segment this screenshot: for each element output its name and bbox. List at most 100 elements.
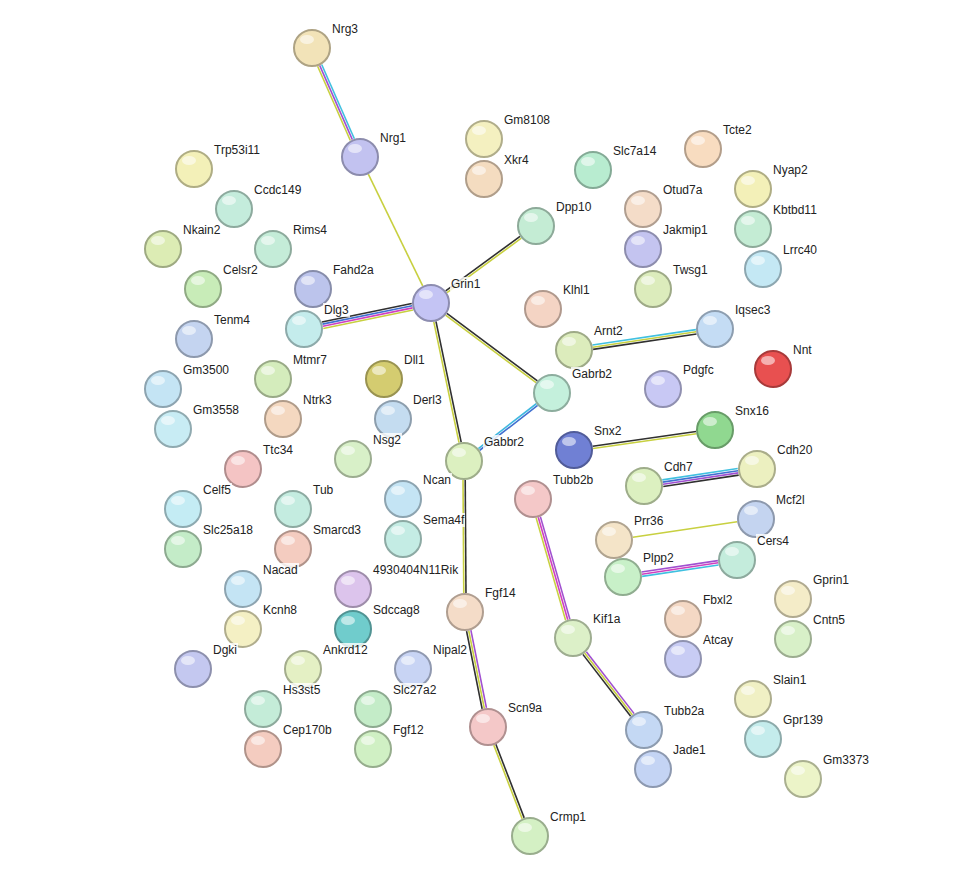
gene-label: Cers4: [756, 534, 790, 548]
protein-node: Mcf2l: [737, 500, 775, 538]
protein-node: Dgki: [174, 650, 212, 688]
protein-node: Xkr4: [465, 160, 503, 198]
evidence-line: [536, 518, 565, 620]
node-gloss: [531, 296, 545, 305]
node-gloss: [524, 213, 538, 222]
interaction-edge: [368, 174, 422, 286]
node-gloss: [521, 486, 535, 495]
node-gloss: [751, 726, 765, 735]
node-gloss: [292, 316, 306, 325]
protein-node: Snx16: [696, 411, 734, 449]
gene-label: Atcay: [702, 633, 734, 647]
node-gloss: [151, 236, 165, 245]
gene-label: Pdgfc: [682, 363, 715, 377]
gene-label: Sdccag8: [372, 603, 421, 617]
protein-node: Dlg3: [285, 310, 323, 348]
node-gloss: [391, 526, 405, 535]
gene-label: Plpp2: [642, 551, 675, 565]
evidence-line: [494, 745, 522, 819]
interaction-edge: [467, 630, 487, 709]
node-gloss: [372, 366, 386, 375]
gene-label: Fbxl2: [702, 593, 733, 607]
evidence-line: [434, 322, 459, 443]
protein-node: Cdh20: [738, 450, 776, 488]
interaction-edge: [322, 304, 413, 329]
gene-label: Gm3558: [192, 403, 240, 417]
protein-node: Tcte2: [684, 130, 722, 168]
gene-label: Ntrk3: [302, 393, 333, 407]
protein-node: Kif1a: [554, 619, 592, 657]
protein-node: Arnt2: [555, 331, 593, 369]
gene-label: Celf5: [202, 483, 232, 497]
node-gloss: [301, 276, 315, 285]
gene-label: Mtmr7: [292, 353, 328, 367]
interaction-edge: [494, 744, 524, 818]
protein-node: Sema4f: [384, 520, 422, 558]
node-gloss: [231, 616, 245, 625]
node-gloss: [632, 717, 646, 726]
node-gloss: [781, 586, 795, 595]
gene-label: Prr36: [633, 514, 664, 528]
node-gloss: [452, 448, 466, 457]
evidence-line: [467, 631, 483, 709]
node-gloss: [641, 276, 655, 285]
gene-label: Cdh7: [663, 460, 694, 474]
protein-node: Dpp10: [517, 207, 555, 245]
evidence-line: [480, 405, 538, 450]
gene-label: Dll1: [403, 353, 426, 367]
node-gloss: [632, 473, 646, 482]
node-gloss: [251, 736, 265, 745]
node-gloss: [631, 236, 645, 245]
gene-label: Arnt2: [593, 324, 624, 338]
evidence-line: [586, 652, 634, 714]
gene-label: Hs3st5: [282, 683, 321, 697]
node-gloss: [251, 696, 265, 705]
node-gloss: [181, 656, 195, 665]
gene-label: Mcf2l: [775, 493, 806, 507]
node-gloss: [348, 144, 362, 153]
protein-node: Fbxl2: [664, 600, 702, 638]
node-gloss: [761, 356, 775, 365]
interaction-edge: [446, 236, 522, 292]
protein-node: Cep170b: [244, 730, 282, 768]
protein-node: Slc7a14: [574, 151, 612, 189]
node-gloss: [562, 337, 576, 346]
gene-label: Tub: [312, 483, 334, 497]
protein-node: Celf5: [164, 490, 202, 528]
evidence-line: [469, 631, 485, 709]
node-gloss: [391, 486, 405, 495]
gene-label: Twsg1: [672, 263, 709, 277]
node-gloss: [161, 416, 175, 425]
node-gloss: [741, 176, 755, 185]
protein-node: Jakmip1: [624, 230, 662, 268]
node-gloss: [151, 376, 165, 385]
protein-node: Gm3500: [144, 370, 182, 408]
gene-label: Crmp1: [549, 810, 587, 824]
node-gloss: [171, 536, 185, 545]
protein-node: Kbtbd11: [734, 210, 772, 248]
gene-label: Dlg3: [323, 303, 350, 317]
gene-label: Iqsec3: [734, 303, 771, 317]
protein-node: Ncan: [384, 480, 422, 518]
node-gloss: [341, 616, 355, 625]
node-gloss: [171, 496, 185, 505]
gene-label: Ncan: [422, 473, 452, 487]
gene-label: Slc25a18: [202, 523, 254, 537]
protein-node: Slain1: [734, 680, 772, 718]
evidence-line: [663, 473, 738, 484]
node-gloss: [300, 35, 314, 44]
node-gloss: [281, 536, 295, 545]
node-gloss: [651, 376, 665, 385]
gene-label: Dgki: [212, 643, 238, 657]
node-gloss: [472, 166, 486, 175]
node-gloss: [751, 256, 765, 265]
node-gloss: [725, 547, 739, 556]
node-gloss: [602, 527, 616, 536]
interaction-edge: [536, 517, 570, 621]
evidence-line: [318, 66, 351, 140]
evidence-line: [447, 238, 521, 293]
evidence-line: [368, 174, 422, 286]
protein-node: Nnt: [754, 350, 792, 388]
node-gloss: [540, 380, 554, 389]
protein-node: Gm3558: [154, 410, 192, 448]
